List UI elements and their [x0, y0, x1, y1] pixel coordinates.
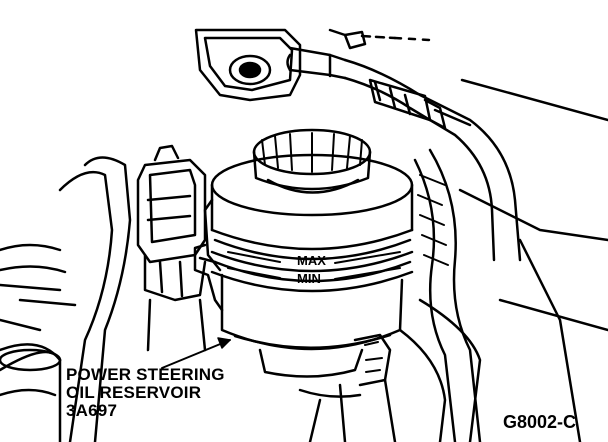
callout-line-2: OIL RESERVOIR [66, 383, 202, 402]
min-label: MIN [297, 271, 321, 286]
level-marks: MAX MIN [227, 251, 401, 286]
reservoir-cap [252, 128, 372, 194]
callout-leader-line [161, 339, 231, 369]
callout-line-1: POWER STEERING [66, 365, 225, 384]
electrical-connector [136, 144, 207, 352]
left-hose [0, 156, 132, 442]
component-callout: POWER STEERING OIL RESERVOIR 3A697 [66, 366, 225, 420]
max-label: MAX [297, 253, 326, 268]
callout-line-3: 3A697 [66, 401, 118, 420]
return-hose [343, 58, 522, 262]
outlet-fitting [298, 333, 397, 442]
right-hoses [398, 78, 608, 442]
figure-id: G8002-C [503, 412, 577, 432]
hose-bracket [194, 28, 432, 102]
callout-arrowhead [217, 337, 231, 349]
lower-left-component [0, 343, 62, 442]
